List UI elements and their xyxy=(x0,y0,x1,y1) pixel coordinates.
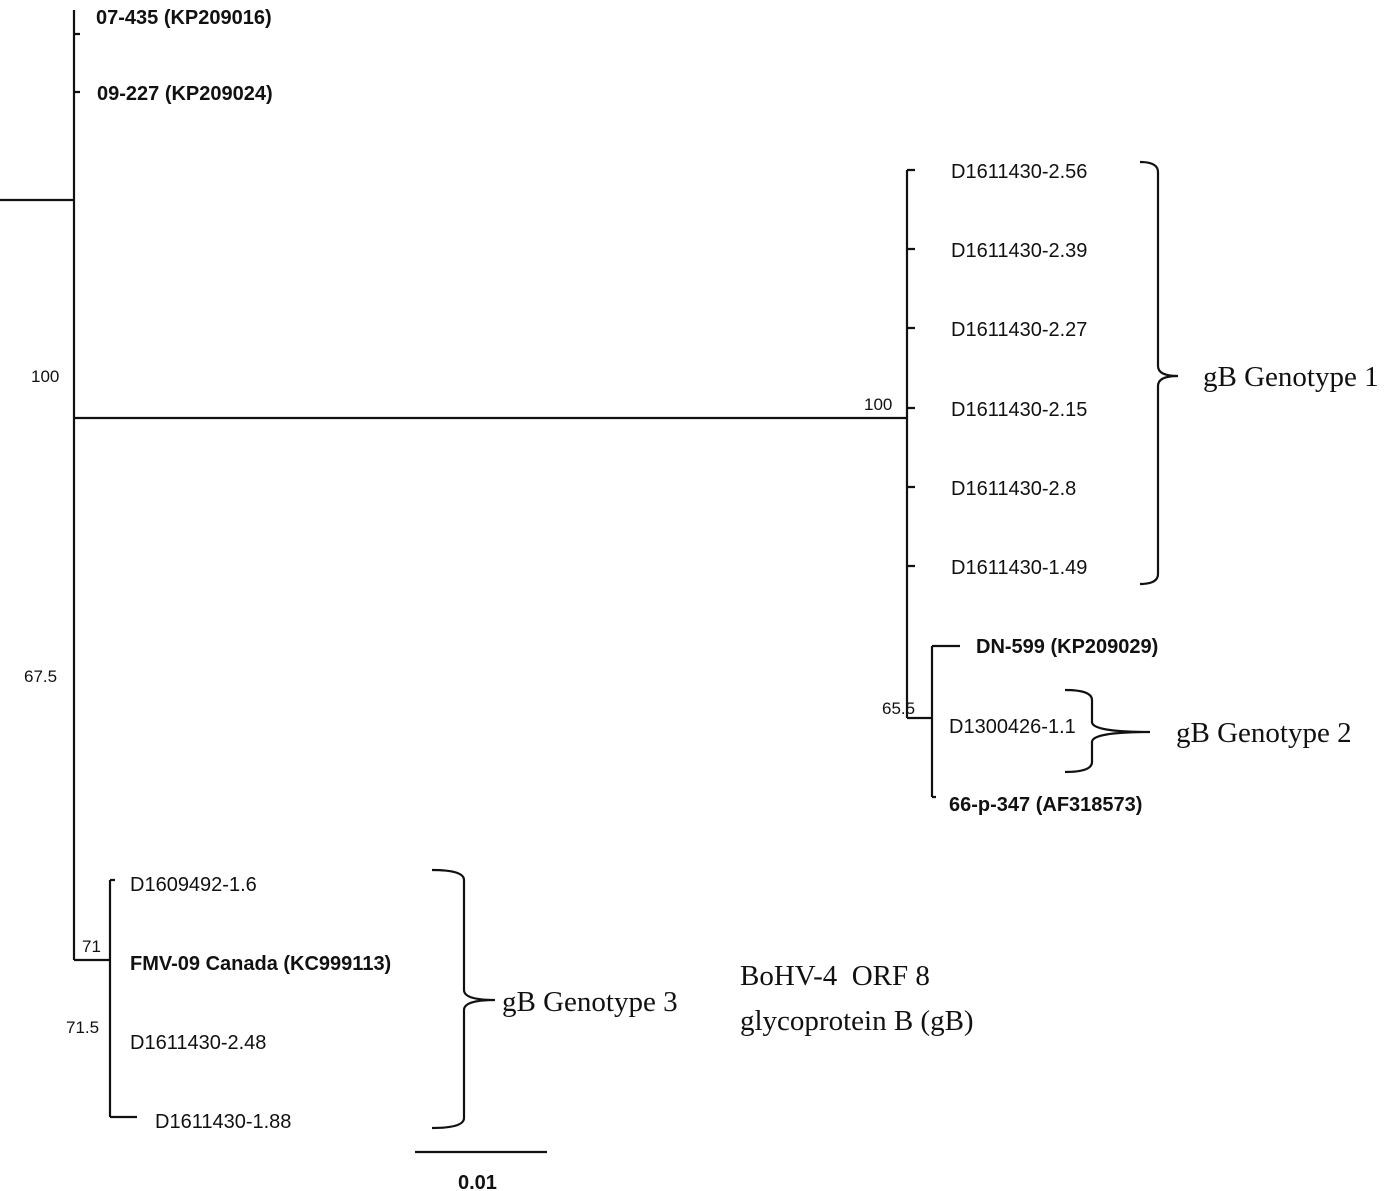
tree-branches xyxy=(0,10,960,1119)
tip-label: D1611430-2.27 xyxy=(951,319,1087,341)
figure-caption: glycoprotein B (gB) xyxy=(740,1005,974,1037)
genotype-brackets: gB Genotype 1 gB Genotype 2 gB Genotype … xyxy=(431,160,1379,1130)
tip-labels: 07-435 (KP209016) 09-227 (KP209024) D161… xyxy=(96,7,1158,1133)
support-values: 100 100 67.5 65.5 71 71.5 xyxy=(24,367,915,1037)
tip-label: D1611430-1.49 xyxy=(951,557,1087,579)
scale-bar: 0.01 xyxy=(415,1150,547,1191)
tip-label: D1611430-1.88 xyxy=(155,1111,291,1133)
group-label: gB Genotype 1 xyxy=(1203,361,1379,393)
figure-caption: BoHV-4 ORF 8 xyxy=(740,960,930,992)
tip-label: 66-p-347 (AF318573) xyxy=(949,794,1142,816)
tip-label: D1609492-1.6 xyxy=(130,874,257,896)
tip-label: D1611430-2.56 xyxy=(951,161,1087,183)
tip-label: D1611430-2.48 xyxy=(130,1032,266,1054)
support-value: 65.5 xyxy=(882,699,915,718)
group-label: gB Genotype 3 xyxy=(502,986,678,1018)
tip-label: 09-227 (KP209024) xyxy=(97,83,273,105)
support-value: 100 xyxy=(864,395,892,414)
scale-label: 0.01 xyxy=(458,1172,497,1191)
support-value: 67.5 xyxy=(24,667,57,686)
tip-label: D1300426-1.1 xyxy=(949,716,1076,738)
tip-label: DN-599 (KP209029) xyxy=(976,636,1158,658)
tip-label: D1611430-2.8 xyxy=(951,478,1076,500)
support-value: 71 xyxy=(82,937,101,956)
tip-label: FMV-09 Canada (KC999113) xyxy=(130,953,391,975)
bracket-genotype-1 xyxy=(1139,160,1179,586)
support-value: 71.5 xyxy=(66,1018,99,1037)
tip-label: 07-435 (KP209016) xyxy=(96,7,272,29)
tip-label: D1611430-2.39 xyxy=(951,240,1087,262)
bracket-genotype-2 xyxy=(1064,688,1151,774)
bracket-genotype-3 xyxy=(431,868,496,1130)
support-value: 100 xyxy=(31,367,59,386)
tip-label: D1611430-2.15 xyxy=(951,399,1087,421)
group-label: gB Genotype 2 xyxy=(1176,717,1352,749)
